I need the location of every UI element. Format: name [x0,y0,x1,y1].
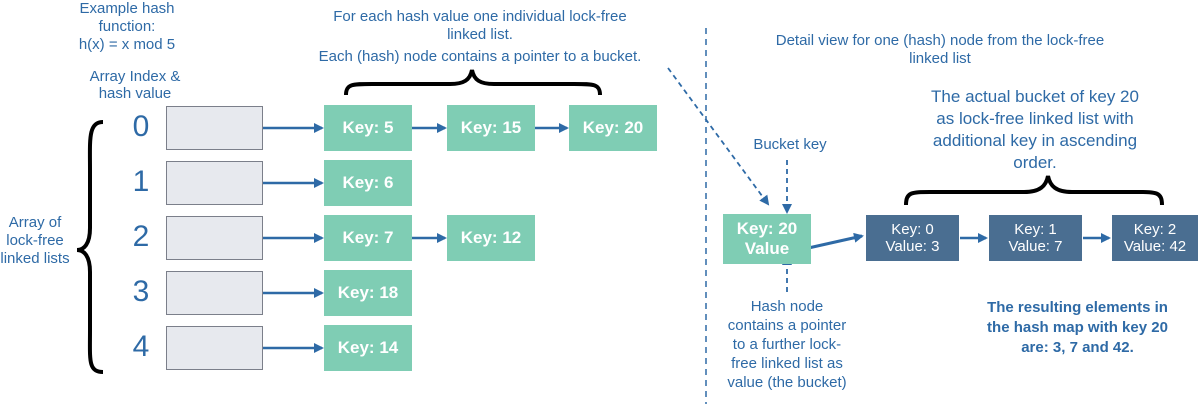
bucket-node-2: Key: 2 Value: 42 [1112,215,1198,261]
index-4: 4 [132,330,150,363]
top-caption-line2: linked list. [447,26,513,43]
hash-function-line2: function: [98,18,156,35]
bucket-caption-line3: additional key in ascending [932,131,1138,150]
bucket-key-label: Bucket key [753,136,827,153]
hash-node-caption-line2: contains a pointer [727,317,847,334]
detail-caption: Detail view for one (hash) node from the… [740,32,1140,68]
array-cell-1 [166,161,263,205]
top-caption-line1: For each hash value one individual lock-… [333,8,627,25]
array-cell-3 [166,271,263,315]
hash-node-caption: Hash node contains a pointer to a furthe… [718,297,856,392]
bucket-caption-line2: as lock-free linked list with [936,109,1134,128]
hash-function-line3: h(x) = x mod 5 [78,36,176,53]
hash-function-line1: Example hash [79,0,175,17]
key-node-14: Key: 14 [324,325,412,371]
key-node-12: Key: 12 [447,215,535,261]
key-node-15: Key: 15 [447,105,535,151]
top-caption: For each hash value one individual lock-… [270,8,690,66]
hash-node-value: Value [744,239,790,258]
key-node-20: Key: 20 [569,105,657,151]
hash-node: Key: 20 Value [723,214,811,264]
bucket-caption: The actual bucket of key 20 as lock-free… [900,86,1170,174]
array-cell-0 [166,106,263,150]
bucket-node-0: Key: 0 Value: 3 [866,215,959,261]
index-2: 2 [132,220,150,253]
bucket-node-2-value: Value: 42 [1123,238,1187,255]
array-label-line1: Array of [8,214,62,231]
caption-pointer [667,67,770,206]
index-label: Array Index & hash value [70,68,200,102]
index-label-line2: hash value [98,85,172,102]
hash-node-caption-line4: free linked list as [731,355,843,372]
hash-function-label: Example hash function: h(x) = x mod 5 [62,0,192,54]
result-line2: the hash map with key 20 [987,319,1168,336]
hash-node-caption-line1: Hash node [750,298,824,315]
bucket-node-1-value: Value: 7 [1008,238,1063,255]
index-3: 3 [132,275,150,308]
array-label-line3: linked lists [0,250,70,267]
top-caption-line3: Each (hash) node contains a pointer to a… [318,48,642,65]
bucket-node-1: Key: 1 Value: 7 [989,215,1082,261]
key-node-18: Key: 18 [324,270,412,316]
key-node-6: Key: 6 [324,160,412,206]
bucket-node-0-key: Key: 0 [891,221,934,238]
array-label: Array of lock-free linked lists [0,214,70,268]
hash-node-caption-line5: value (the bucket) [727,374,847,391]
array-cell-4 [166,326,263,370]
key-node-7: Key: 7 [324,215,412,261]
bucket-node-2-key: Key: 2 [1133,221,1177,238]
array-brace [76,120,104,374]
result-caption: The resulting elements in the hash map w… [955,298,1200,358]
detail-caption-line2: linked list [909,50,971,67]
detail-caption-line1: Detail view for one (hash) node from the… [775,32,1105,49]
result-line3: are: 3, 7 and 42. [1021,339,1134,356]
bucket-caption-line1: The actual bucket of key 20 [931,87,1139,106]
index-label-line1: Array Index & [89,68,181,85]
bucket-caption-line4: order. [1013,153,1057,172]
array-cell-2 [166,216,263,260]
index-1: 1 [132,165,150,198]
hash-node-key: Key: 20 [736,219,798,238]
bucket-brace [904,175,1164,206]
bucket-node-0-value: Value: 3 [885,238,940,255]
result-line1: The resulting elements in [987,299,1168,316]
array-label-line2: lock-free [6,232,64,249]
hash-node-caption-line3: to a further lock- [732,336,842,353]
bucket-node-1-key: Key: 1 [1014,221,1057,238]
index-0: 0 [132,110,150,143]
key-node-5: Key: 5 [324,105,412,151]
top-brace [344,69,602,96]
